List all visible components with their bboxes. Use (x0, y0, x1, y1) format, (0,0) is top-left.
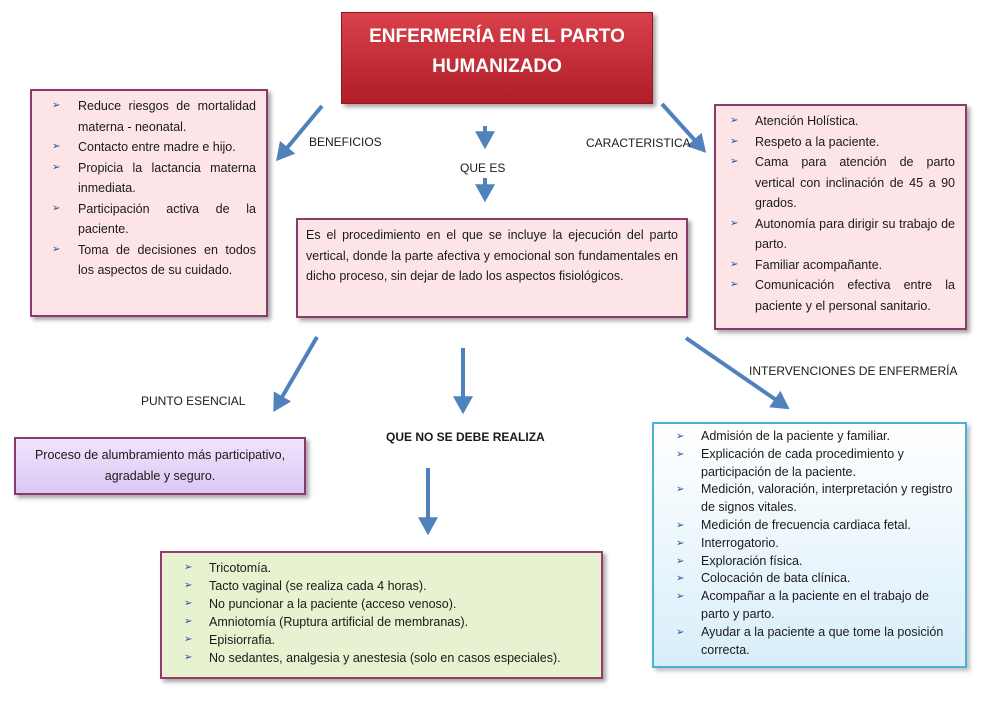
arrow-bullet-icon: ➢ (184, 598, 193, 609)
arrow-bullet-icon: ➢ (730, 279, 739, 290)
arrow-bullet-icon: ➢ (676, 484, 685, 496)
arrow-to-punto-esencial (273, 335, 319, 412)
list-item: ➢Amniotomía (Ruptura artificial de membr… (184, 615, 469, 629)
arrow-bullet-icon: ➢ (730, 258, 739, 270)
arrow-bullet-icon: ➢ (184, 652, 193, 663)
arrow-bullet-icon: ➢ (730, 135, 739, 147)
arrow-bullet-icon: ➢ (184, 616, 193, 627)
punto-esencial-box: Proceso de alumbramiento más participati… (14, 437, 306, 495)
list-item: ➢ Toma de decisiones en todos los aspect… (52, 240, 256, 281)
arrow-bullet-icon: ➢ (184, 580, 193, 591)
list-item: ➢Reduce riesgos de mortalidad materna - … (52, 96, 256, 137)
arrow-bullet-icon: ➢ (52, 161, 61, 173)
list-item: ➢Autonomía para dirigir su trabajo de pa… (730, 214, 955, 255)
arrow-bullet-icon: ➢ (676, 626, 685, 638)
arrow-bullet-icon: ➢ (676, 573, 685, 585)
arrow-bullet-icon: ➢ (730, 115, 739, 126)
arrow-bullet-icon: ➢ (184, 634, 193, 645)
label-caracteristica: CARACTERISTICA (586, 136, 691, 150)
arrow-bullet-icon: ➢ (676, 555, 685, 567)
definicion-text: Es el procedimiento en el que se incluye… (306, 228, 678, 283)
intervenciones-list: ➢Admisión de la paciente y familiar. ➢Ex… (676, 428, 957, 659)
label-punto-esencial: PUNTO ESENCIAL (141, 394, 246, 408)
list-item: ➢Comunicación efectiva entre la paciente… (730, 275, 955, 316)
arrow-bullet-icon: ➢ (676, 519, 685, 531)
caracteristicas-list: ➢Atención Holística. ➢Respeto a la pacie… (730, 111, 955, 316)
list-item: ➢Exploración física. (676, 553, 957, 571)
list-item: ➢Admisión de la paciente y familiar. (676, 428, 957, 446)
arrow-bullet-icon: ➢ (730, 156, 739, 167)
no-realizar-list: ➢Tricotomía. ➢Tacto vaginal (se realiza … (184, 559, 593, 667)
list-item: ➢Medición, valoración, interpretación y … (676, 482, 953, 515)
arrow-bullet-icon: ➢ (730, 217, 739, 229)
arrow-bullet-icon: ➢ (52, 100, 61, 111)
list-item: ➢Explicación de cada procedimiento y par… (676, 446, 904, 479)
arrow-bullet-icon: ➢ (676, 431, 685, 442)
list-item: ➢Tricotomía. (184, 561, 272, 575)
list-item: ➢Ayudar a la paciente a que tome la posi… (676, 624, 944, 657)
definicion-box: Es el procedimiento en el que se incluye… (296, 218, 688, 318)
label-que-no-se-debe: QUE NO SE DEBE REALIZA (386, 430, 545, 444)
list-item: ➢No puncionar a la paciente (acceso veno… (184, 597, 457, 611)
label-que-es: QUE ES (460, 161, 506, 175)
arrow-bullet-icon: ➢ (676, 537, 685, 549)
diagram-title: ENFERMERÍA EN EL PARTO HUMANIZADO (369, 26, 625, 77)
arrow-bullet-icon: ➢ (52, 202, 61, 214)
punto-esencial-text: Proceso de alumbramiento más participati… (34, 448, 286, 483)
arrow-bullet-icon: ➢ (52, 141, 61, 152)
intervenciones-box: ➢Admisión de la paciente y familiar. ➢Ex… (652, 422, 967, 668)
list-item: ➢Episiorrafia. (184, 633, 275, 647)
list-item: ➢No sedantes, analgesia y anestesia (sol… (184, 651, 561, 665)
list-item: ➢Familiar acompañante. (730, 255, 955, 276)
list-item: ➢Medición de frecuencia cardiaca fetal. (676, 517, 957, 535)
list-item: ➢Participación activa de la paciente. (52, 199, 256, 240)
list-item: ➢Acompañar a la paciente en el trabajo d… (676, 589, 929, 621)
arrow-bullet-icon: ➢ (52, 243, 61, 255)
list-item: ➢Atención Holística. (730, 111, 955, 132)
list-item: ➢Cama para atención de parto vertical co… (730, 152, 955, 214)
list-item: ➢Tacto vaginal (se realiza cada 4 horas)… (184, 579, 427, 593)
list-item: ➢Contacto entre madre e hijo. (52, 137, 256, 158)
list-item: ➢Interrogatorio. (676, 535, 957, 553)
arrow-bullet-icon: ➢ (676, 448, 685, 460)
list-item: ➢Propicia la lactancia materna inmediata… (52, 158, 256, 199)
no-realizar-box: ➢Tricotomía. ➢Tacto vaginal (se realiza … (160, 551, 603, 679)
arrow-bullet-icon: ➢ (184, 562, 193, 573)
caracteristicas-box: ➢Atención Holística. ➢Respeto a la pacie… (714, 104, 967, 330)
arrow-bullet-icon: ➢ (676, 591, 685, 603)
list-item: ➢Respeto a la paciente. (730, 132, 955, 153)
list-item: ➢Colocación de bata clínica. (676, 570, 957, 588)
beneficios-list: ➢Reduce riesgos de mortalidad materna - … (52, 96, 256, 281)
label-beneficios: BENEFICIOS (309, 135, 382, 149)
label-intervenciones: INTERVENCIONES DE ENFERMERÍA (749, 364, 958, 378)
beneficios-box: ➢Reduce riesgos de mortalidad materna - … (30, 89, 268, 317)
title-box: ENFERMERÍA EN EL PARTO HUMANIZADO (341, 12, 653, 104)
